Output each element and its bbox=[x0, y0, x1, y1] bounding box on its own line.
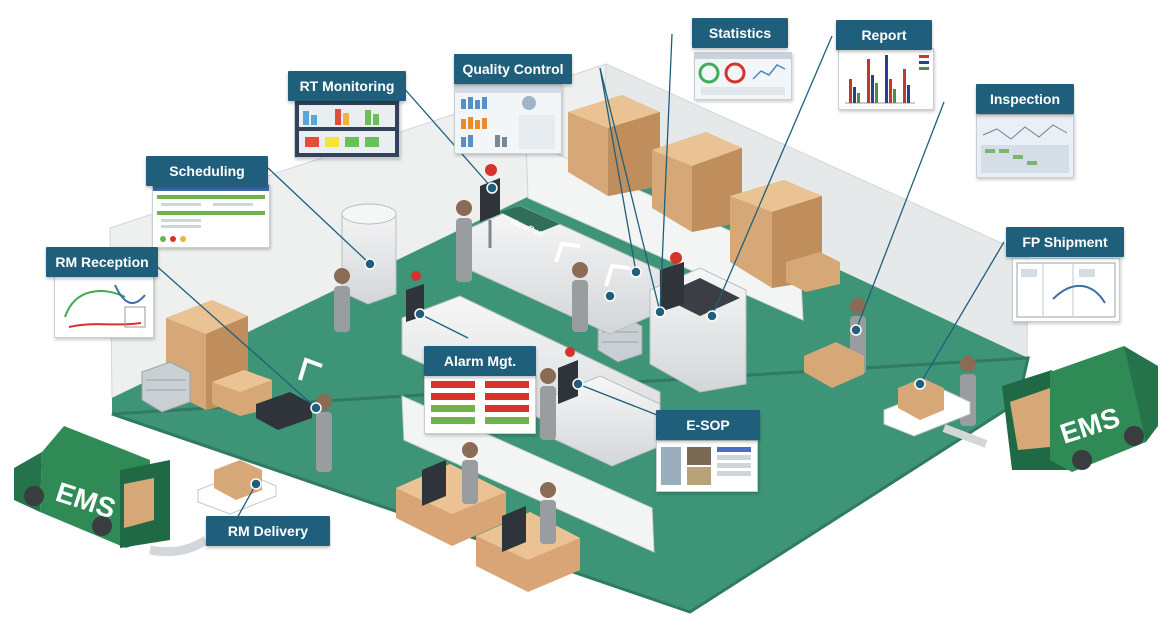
label-rt-monitoring[interactable]: RT Monitoring bbox=[288, 71, 406, 101]
arrow-rm-delivery bbox=[149, 536, 209, 557]
arrow-fp-shipment bbox=[942, 424, 988, 448]
label-alarm-mgt[interactable]: Alarm Mgt. bbox=[424, 346, 536, 376]
quality-control-screenshot bbox=[454, 84, 562, 154]
report-screenshot bbox=[838, 48, 934, 110]
label-scheduling[interactable]: Scheduling bbox=[146, 156, 268, 186]
fp-shipment-screenshot bbox=[1012, 258, 1120, 322]
rt-monitoring-screenshot bbox=[294, 100, 400, 158]
label-fp-shipment[interactable]: FP Shipment bbox=[1006, 227, 1124, 257]
connector-lines bbox=[151, 33, 1005, 521]
label-rm-reception[interactable]: RM Reception bbox=[46, 247, 158, 277]
rm-tray bbox=[256, 392, 312, 430]
label-inspection[interactable]: Inspection bbox=[976, 84, 1074, 114]
rack-left bbox=[141, 361, 191, 413]
truck-right: EMS bbox=[1002, 346, 1158, 472]
label-statistics[interactable]: Statistics bbox=[692, 18, 788, 48]
connector-dots bbox=[250, 182, 926, 490]
truck-left: EMS bbox=[14, 426, 170, 548]
partition-bottom bbox=[401, 395, 655, 553]
desk-upper bbox=[396, 460, 506, 546]
silo-machine bbox=[341, 203, 397, 305]
rm-reception-screenshot bbox=[54, 276, 154, 338]
statistics-screenshot bbox=[694, 52, 792, 100]
alarm-mgt-screenshot bbox=[424, 374, 536, 434]
monitor-esop bbox=[558, 347, 578, 404]
monitor-statistics bbox=[660, 252, 684, 312]
label-rm-delivery[interactable]: RM Delivery bbox=[206, 516, 330, 546]
label-e-sop[interactable]: E-SOP bbox=[656, 410, 760, 440]
rm-delivery-cart bbox=[197, 460, 277, 515]
inspection-box bbox=[804, 342, 864, 388]
fp-shipment-cart bbox=[883, 378, 971, 437]
label-report[interactable]: Report bbox=[836, 20, 932, 50]
e-sop-screenshot bbox=[656, 440, 758, 492]
label-quality-control[interactable]: Quality Control bbox=[454, 54, 572, 84]
inspection-screenshot bbox=[976, 114, 1074, 178]
scheduling-screenshot bbox=[152, 184, 270, 248]
robot-arms bbox=[298, 241, 631, 381]
